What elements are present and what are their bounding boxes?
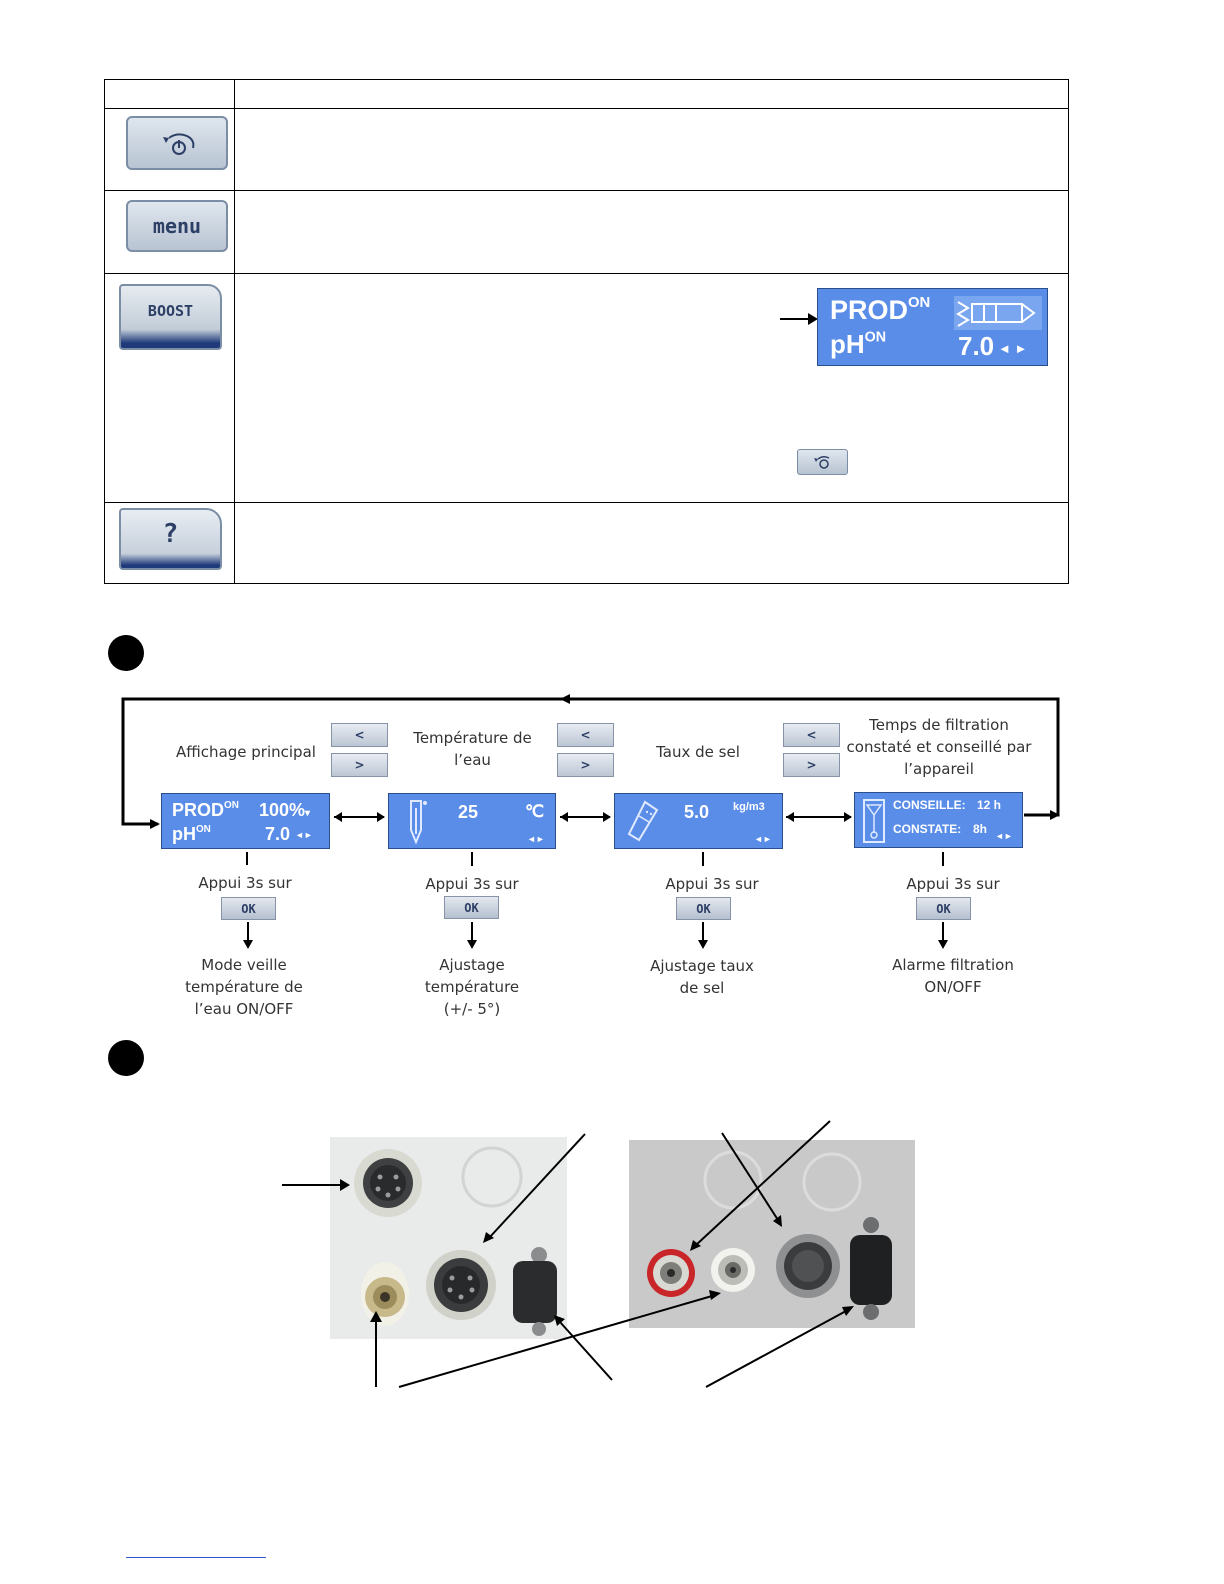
lcd-arrows: ◄► [995, 831, 1013, 841]
nav-left-button[interactable]: < [331, 723, 388, 747]
nav-right-label: > [580, 758, 591, 772]
lcd-temperature-value: 25 [458, 802, 479, 822]
nav-right-label: > [354, 758, 365, 772]
nav-left-label: < [806, 728, 817, 742]
nav-left-label: < [354, 728, 365, 742]
salt-shaker-icon [627, 800, 659, 842]
lcd-observed-value: 8h [973, 822, 988, 836]
action-label-salt: Ajustage taux de sel [650, 957, 754, 997]
table-column-divider [234, 80, 235, 583]
connector-panel-photo-left [330, 1137, 567, 1339]
nav-right-button[interactable]: > [557, 753, 614, 777]
ok-label: OK [936, 901, 951, 916]
boost-icon [954, 296, 1042, 330]
press-label: Appui 3s sur [665, 875, 759, 893]
power-back-icon [163, 133, 195, 155]
nav-right-button[interactable]: > [783, 753, 840, 777]
filter-icon [863, 799, 885, 843]
table-divider [105, 273, 1068, 274]
help-key-label: ? [162, 519, 179, 549]
lcd-salt-unit: kg/m3 [733, 801, 765, 813]
lcd-advised-label: CONSEILLE: [893, 798, 966, 812]
boost-lcd-screen: PRODON pHON 7.0 ◄ ► [817, 288, 1048, 366]
power-back-key[interactable] [126, 116, 228, 170]
lcd-temperature-screen: 25 ℃ ◄► [388, 793, 556, 849]
footer-link-underline[interactable] [126, 1557, 266, 1558]
lcd-filtration-screen: CONSEILLE: 12 h CONSTATE: 8h ◄► [854, 792, 1023, 848]
ok-label: OK [696, 901, 711, 916]
arrow-icon [780, 313, 818, 325]
action-label-temperature: Ajustage température (+/- 5°) [424, 956, 520, 1018]
press-label: Appui 3s sur [906, 875, 1000, 893]
boost-key[interactable]: BOOST [119, 284, 222, 350]
lcd-line-2: pHON [172, 824, 211, 844]
lcd-advised-value: 12 h [977, 798, 1002, 812]
ok-button[interactable]: OK [221, 897, 276, 920]
ok-button[interactable]: OK [444, 896, 499, 919]
lcd-arrows: ◄ ► [998, 341, 1028, 356]
table-divider [105, 502, 1068, 503]
lcd-value: 7.0 [958, 331, 995, 361]
help-key[interactable]: ? [119, 508, 222, 570]
press-label: Appui 3s sur [425, 875, 519, 893]
lcd-temperature-unit: ℃ [525, 802, 545, 821]
nav-right-button[interactable]: > [331, 753, 388, 777]
lcd-observed-label: CONSTATE: [893, 822, 962, 836]
table-divider [105, 190, 1068, 191]
menu-key-label: menu [152, 214, 202, 238]
screen-title-filtration: Temps de filtration constaté et conseill… [846, 716, 1032, 778]
action-label-standby: Mode veille température de l’eau ON/OFF [185, 956, 303, 1018]
section-bullet [108, 635, 144, 671]
lcd-line-2: pHON [830, 329, 887, 359]
flow-connectors [121, 694, 1060, 949]
ok-button[interactable]: OK [676, 897, 731, 920]
screen-title-main: Affichage principal [176, 743, 316, 761]
lcd-salt-value: 5.0 [684, 802, 710, 822]
nav-left-label: < [580, 728, 591, 742]
screen-title-salt: Taux de sel [656, 743, 740, 761]
screen-title-temperature: Température de l’eau [413, 729, 532, 769]
power-back-key-small[interactable] [797, 449, 848, 475]
lcd-salt-screen: 5.0 kg/m3 ◄► [614, 793, 783, 849]
lcd-line-1: PRODON [172, 800, 239, 820]
table-divider [105, 108, 1068, 109]
ok-label: OK [464, 900, 479, 915]
ok-button[interactable]: OK [916, 897, 971, 920]
action-label-filtration: Alarme filtration ON/OFF [892, 956, 1014, 996]
power-back-icon [813, 455, 829, 469]
nav-left-button[interactable]: < [783, 723, 840, 747]
press-label: Appui 3s sur [198, 874, 292, 892]
lcd-prod-value: 100%▾ [259, 800, 311, 820]
section-bullet [108, 1040, 144, 1076]
thermometer-icon [410, 800, 427, 845]
lcd-main-screen: PRODON 100%▾ pHON 7.0 ◄► [161, 793, 330, 849]
connector-panel-photo-right [629, 1140, 915, 1328]
key-table [104, 79, 1069, 584]
nav-left-button[interactable]: < [557, 723, 614, 747]
menu-key[interactable]: menu [126, 200, 228, 252]
lcd-arrows: ◄► [527, 834, 545, 844]
lcd-ph-value: 7.0 [265, 824, 291, 844]
lcd-arrows: ◄► [295, 830, 313, 840]
lcd-arrows: ◄► [754, 834, 772, 844]
ok-label: OK [241, 901, 256, 916]
boost-key-label: BOOST [147, 302, 194, 320]
lcd-line-1: PRODON [830, 295, 931, 325]
nav-right-label: > [806, 758, 817, 772]
